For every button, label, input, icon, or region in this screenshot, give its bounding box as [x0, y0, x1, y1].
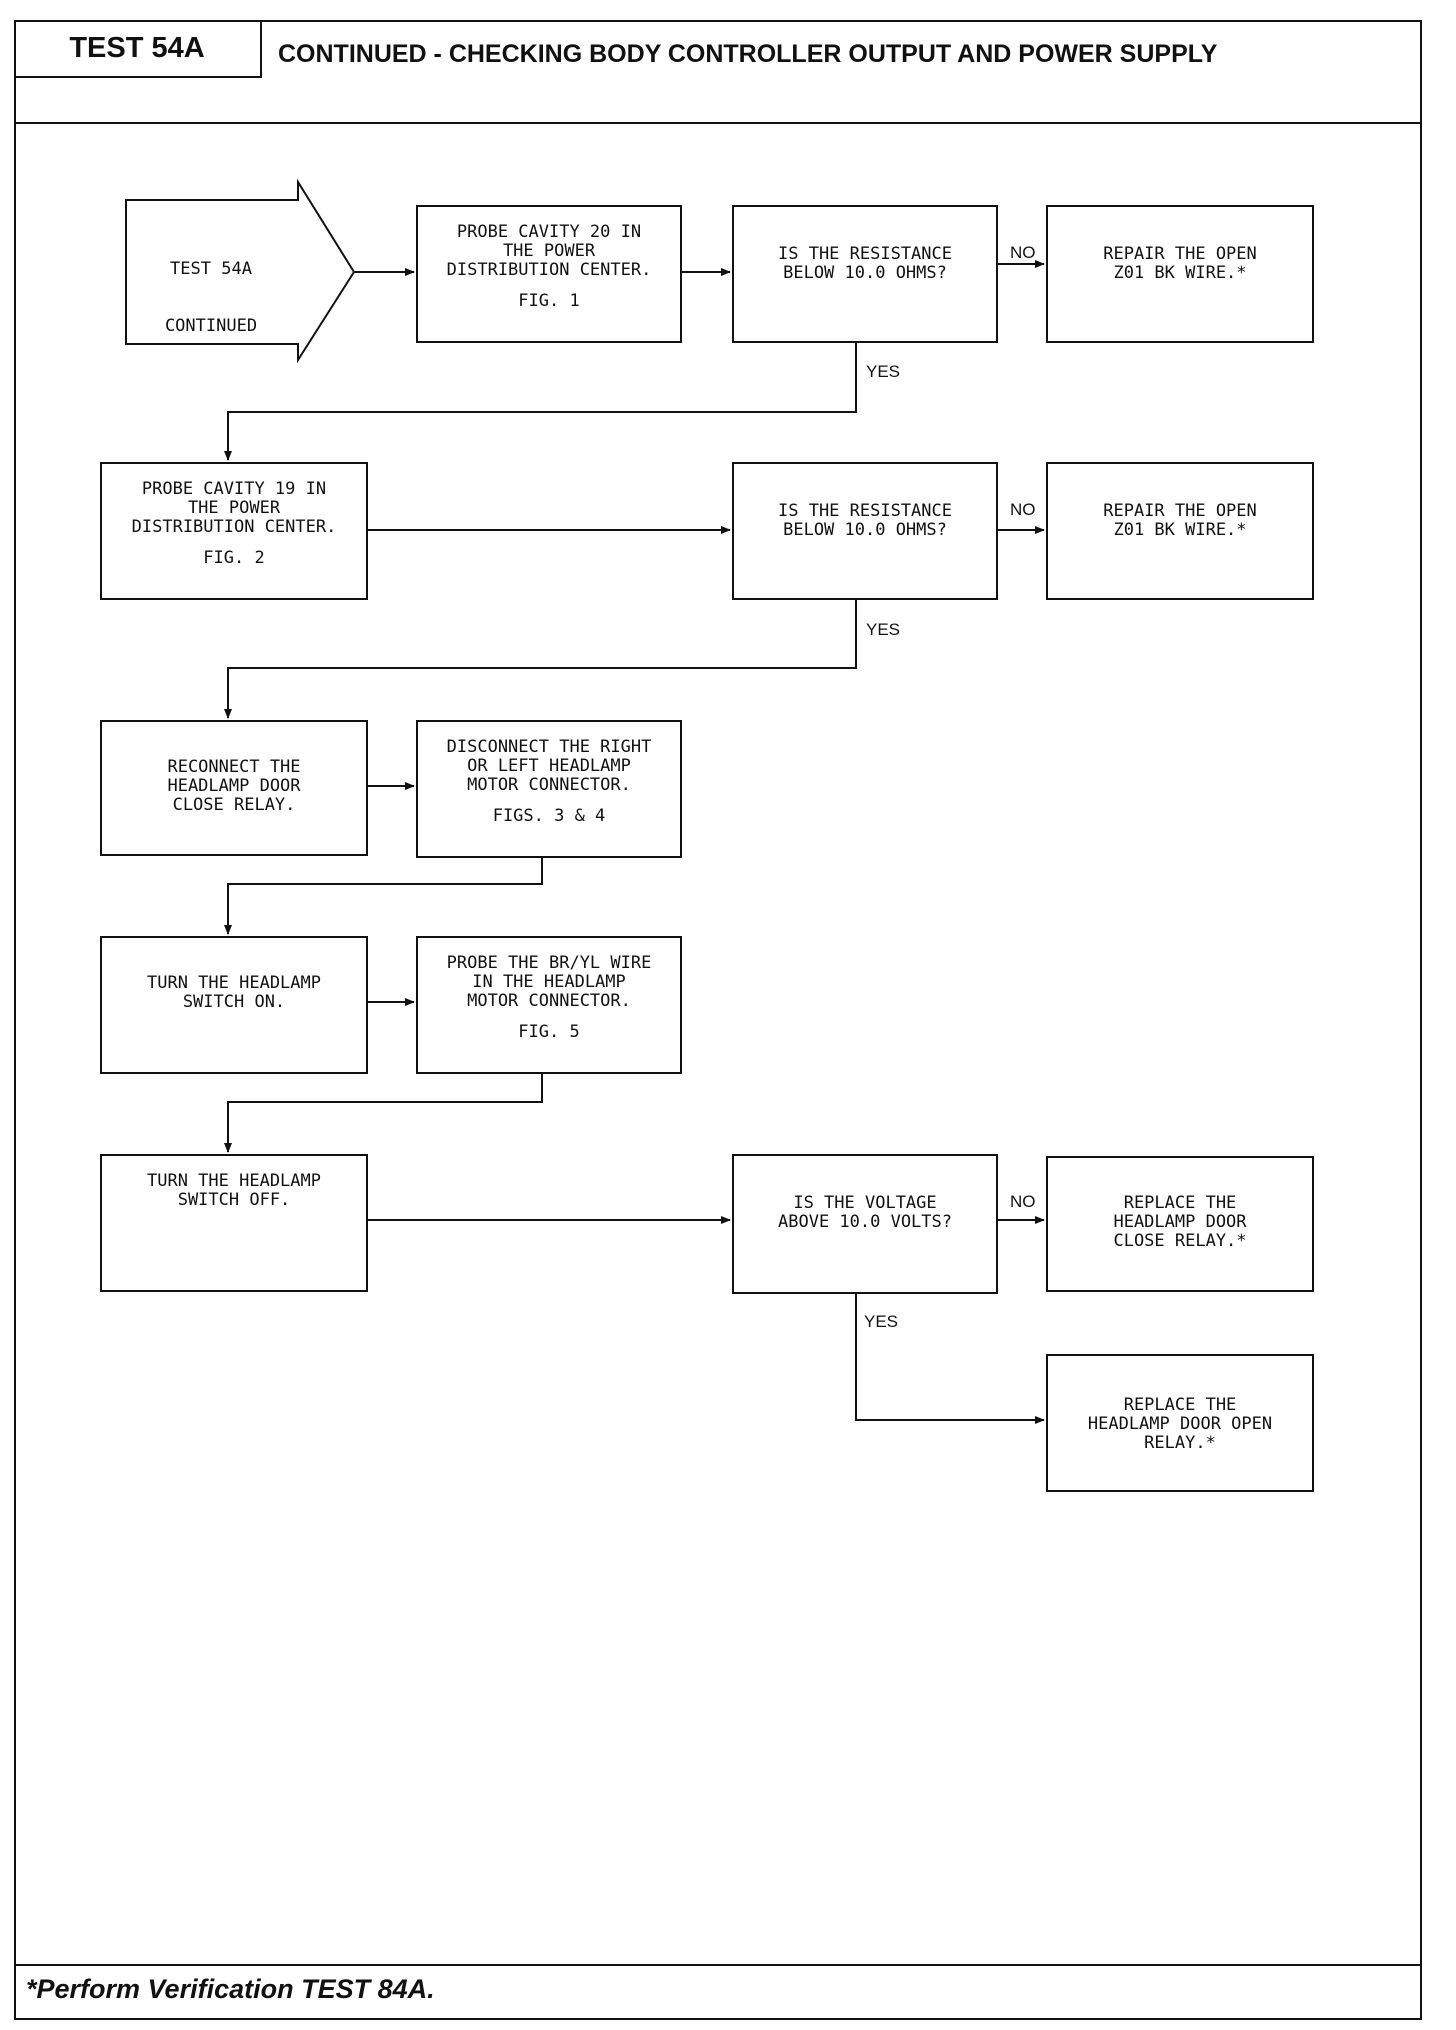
fig-reference: FIG. 2	[203, 548, 265, 568]
label-yes: YES	[866, 362, 901, 381]
label-yes: YES	[864, 1312, 899, 1331]
test-label: TEST 54A	[69, 31, 205, 64]
node-line: DISCONNECT THE RIGHT	[446, 737, 652, 757]
label-no: NO	[1010, 1192, 1036, 1211]
page-title: CONTINUED - CHECKING BODY CONTROLLER OUT…	[278, 40, 1218, 68]
node-line: MOTOR CONNECTOR.	[467, 991, 631, 1011]
node-line: CLOSE RELAY.	[172, 795, 296, 815]
label-no: NO	[1010, 243, 1036, 262]
start-node: TEST 54A CONTINUED	[136, 222, 286, 374]
node-line: HEADLAMP DOOR	[1113, 1212, 1247, 1232]
node-line: BELOW 10.0 OHMS?	[783, 520, 947, 540]
label-yes: YES	[866, 620, 901, 639]
node-line: PROBE CAVITY 20 IN	[456, 222, 642, 242]
node-line: Z01 BK WIRE.*	[1113, 263, 1247, 283]
node-switch-on: TURN THE HEADLAMP SWITCH ON.	[100, 936, 368, 1074]
node-switch-off: TURN THE HEADLAMP SWITCH OFF.	[100, 1154, 368, 1292]
start-arrow-shape	[125, 178, 356, 364]
node-line: REPLACE THE	[1123, 1193, 1237, 1213]
node-question-resistance-2: IS THE RESISTANCE BELOW 10.0 OHMS?	[732, 462, 998, 600]
node-line: IS THE RESISTANCE	[778, 501, 952, 521]
node-probe-cavity-20: PROBE CAVITY 20 IN THE POWER DISTRIBUTIO…	[416, 205, 682, 343]
node-line: IN THE HEADLAMP	[472, 972, 626, 992]
node-line: HEADLAMP DOOR OPEN	[1087, 1414, 1273, 1434]
node-reconnect-relay: RECONNECT THE HEADLAMP DOOR CLOSE RELAY.	[100, 720, 368, 856]
node-line: THE POWER	[187, 498, 281, 518]
node-line: RELAY.*	[1144, 1433, 1216, 1453]
node-line: BELOW 10.0 OHMS?	[783, 263, 947, 283]
page-frame	[14, 20, 1422, 2020]
arrow-q2-yes	[224, 600, 857, 719]
node-line: CLOSE RELAY.*	[1113, 1231, 1247, 1251]
node-line: MOTOR CONNECTOR.	[467, 775, 631, 795]
node-line: THE POWER	[502, 241, 596, 261]
node-line: IS THE VOLTAGE	[793, 1193, 937, 1213]
arrow-q-volt-yes	[855, 1292, 1045, 1424]
node-disconnect-motor-connector: DISCONNECT THE RIGHT OR LEFT HEADLAMP MO…	[416, 720, 682, 858]
node-probe-bryl-wire: PROBE THE BR/YL WIRE IN THE HEADLAMP MOT…	[416, 936, 682, 1074]
node-line: IS THE RESISTANCE	[778, 244, 952, 264]
node-line: DISTRIBUTION CENTER.	[446, 260, 652, 280]
arrow-q1-yes	[224, 342, 857, 461]
node-repair-open-wire-2: REPAIR THE OPEN Z01 BK WIRE.*	[1046, 462, 1314, 600]
fig-reference: FIG. 1	[518, 291, 580, 311]
arrow-disconnect-to-switch-on	[224, 856, 543, 935]
node-line: HEADLAMP DOOR	[167, 776, 301, 796]
node-line: TURN THE HEADLAMP	[147, 973, 321, 993]
node-line: REPAIR THE OPEN	[1103, 501, 1257, 521]
fig-reference: FIGS. 3 & 4	[492, 806, 606, 826]
node-line: SWITCH ON.	[182, 992, 286, 1012]
header-divider	[14, 122, 1422, 124]
node-repair-open-wire-1: REPAIR THE OPEN Z01 BK WIRE.*	[1046, 205, 1314, 343]
arrow-probe-bryl-to-switch-off	[224, 1072, 543, 1153]
start-line: CONTINUED	[164, 316, 258, 336]
node-line: OR LEFT HEADLAMP	[467, 756, 631, 776]
node-line: ABOVE 10.0 VOLTS?	[778, 1212, 952, 1232]
node-line: DISTRIBUTION CENTER.	[131, 517, 337, 537]
footer-note: *Perform Verification TEST 84A.	[26, 1974, 435, 2004]
node-replace-close-relay: REPLACE THE HEADLAMP DOOR CLOSE RELAY.*	[1046, 1156, 1314, 1292]
node-question-voltage: IS THE VOLTAGE ABOVE 10.0 VOLTS?	[732, 1154, 998, 1294]
test-label-box: TEST 54A	[14, 20, 262, 78]
node-line: REPAIR THE OPEN	[1103, 244, 1257, 264]
node-probe-cavity-19: PROBE CAVITY 19 IN THE POWER DISTRIBUTIO…	[100, 462, 368, 600]
node-line: RECONNECT THE	[167, 757, 301, 777]
footer-divider	[14, 1964, 1422, 1966]
node-line: TURN THE HEADLAMP	[147, 1171, 321, 1191]
node-question-resistance-1: IS THE RESISTANCE BELOW 10.0 OHMS?	[732, 205, 998, 343]
label-no: NO	[1010, 500, 1036, 519]
node-line: Z01 BK WIRE.*	[1113, 520, 1247, 540]
node-line: PROBE CAVITY 19 IN	[141, 479, 327, 499]
node-line: PROBE THE BR/YL WIRE	[446, 953, 652, 973]
node-line: REPLACE THE	[1123, 1395, 1237, 1415]
node-line: SWITCH OFF.	[177, 1190, 291, 1210]
fig-reference: FIG. 5	[518, 1022, 580, 1042]
start-line: TEST 54A	[170, 259, 252, 279]
node-replace-open-relay: REPLACE THE HEADLAMP DOOR OPEN RELAY.*	[1046, 1354, 1314, 1492]
